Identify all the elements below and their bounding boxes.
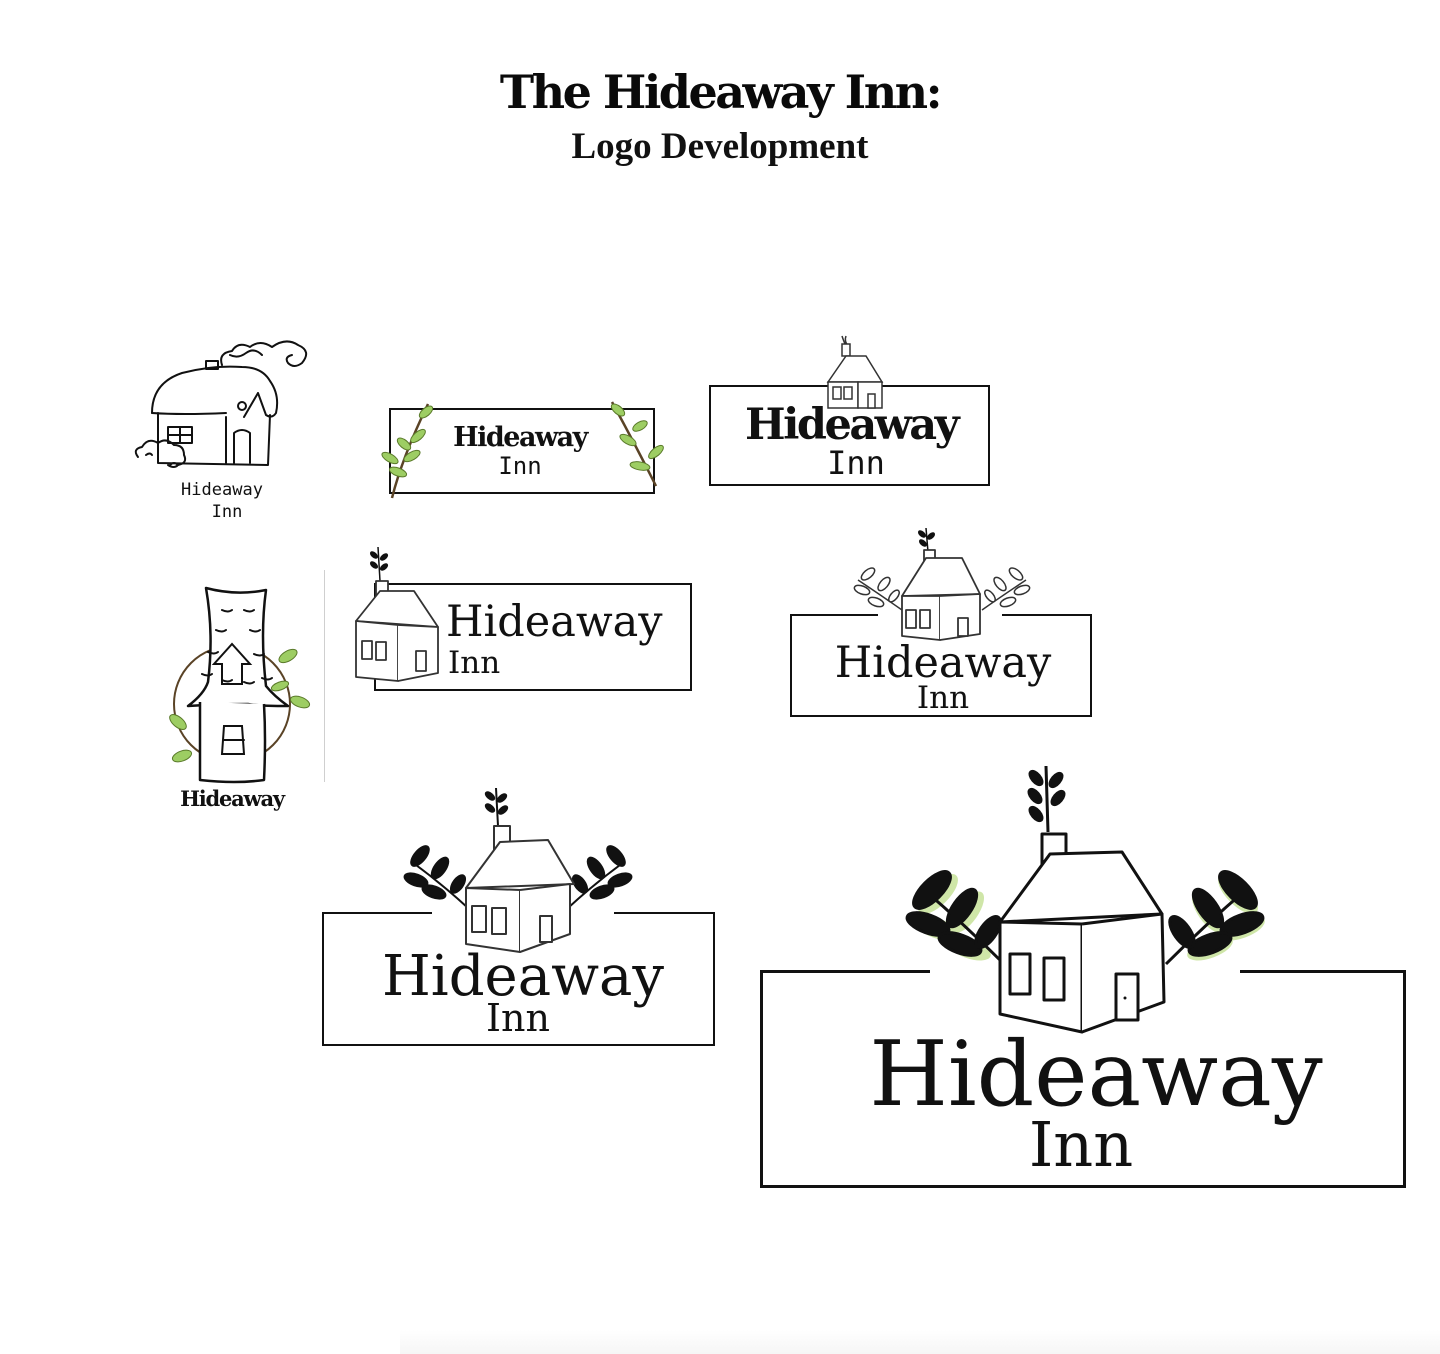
- logo-line-1: Hideaway: [869, 1022, 1323, 1127]
- logo-line-1: Hideaway: [453, 422, 588, 453]
- logo-line-2: Inn: [498, 452, 542, 480]
- logo-final: Hideaway Inn: [756, 760, 1410, 1192]
- logo-line-2: Inn: [211, 502, 243, 522]
- logo-line-2: Inn: [486, 996, 550, 1040]
- leaf-branch-icon: [905, 765, 1265, 1034]
- logo-line-1: Hideaway: [181, 480, 263, 500]
- tree-house-icon: [169, 586, 311, 784]
- logo-line-1: Hideaway: [834, 638, 1052, 688]
- frame-top-right: [1240, 970, 1406, 973]
- logo-line-2: Inn: [916, 680, 970, 716]
- page-title: The Hideaway Inn:: [499, 65, 943, 119]
- logo-sketch-cottage: Hideaway Inn: [130, 325, 320, 525]
- logo-side-house-box: Hideaway Inn: [350, 545, 695, 695]
- frame-top-right: [1002, 614, 1092, 616]
- vine-icon: [381, 401, 664, 499]
- logo-line-2: Inn: [1028, 1108, 1134, 1181]
- logo-line-1: Hideaway: [381, 944, 665, 1009]
- leaf-branch-icon: [403, 787, 633, 953]
- frame-top-left: [322, 912, 432, 914]
- leaf-branch-icon: [853, 527, 1031, 641]
- cottage-icon: [134, 340, 308, 468]
- house-icon: [826, 335, 884, 409]
- logo-line-1: Hideaway: [180, 786, 285, 811]
- divider: [324, 570, 325, 782]
- frame-bottom: [322, 912, 715, 1046]
- logo-house-leaves-outline: Hideaway Inn: [788, 526, 1096, 721]
- logo-vine-banner: Hideaway Inn: [378, 396, 668, 504]
- logo-bold-house-box: Hideaway Inn: [706, 330, 996, 490]
- frame-top-left: [790, 614, 878, 616]
- logo-line-2: Inn: [827, 444, 885, 482]
- logo-line-1: Hideaway: [446, 597, 663, 647]
- logo-house-leaves-black: Hideaway Inn: [318, 784, 718, 1050]
- page-subtitle: Logo Development: [571, 126, 869, 167]
- house-icon: [355, 546, 439, 682]
- frame-bottom: [760, 970, 1406, 1188]
- frame-top-left: [760, 970, 930, 973]
- logo-line-1: Hideaway: [744, 400, 960, 450]
- logo-tall-tree-house: Hideaway: [162, 570, 325, 816]
- logo-frame: [790, 614, 1092, 717]
- logo-line-2: Inn: [448, 645, 501, 681]
- bottom-fade: [400, 1330, 1440, 1354]
- frame-top-right: [614, 912, 715, 914]
